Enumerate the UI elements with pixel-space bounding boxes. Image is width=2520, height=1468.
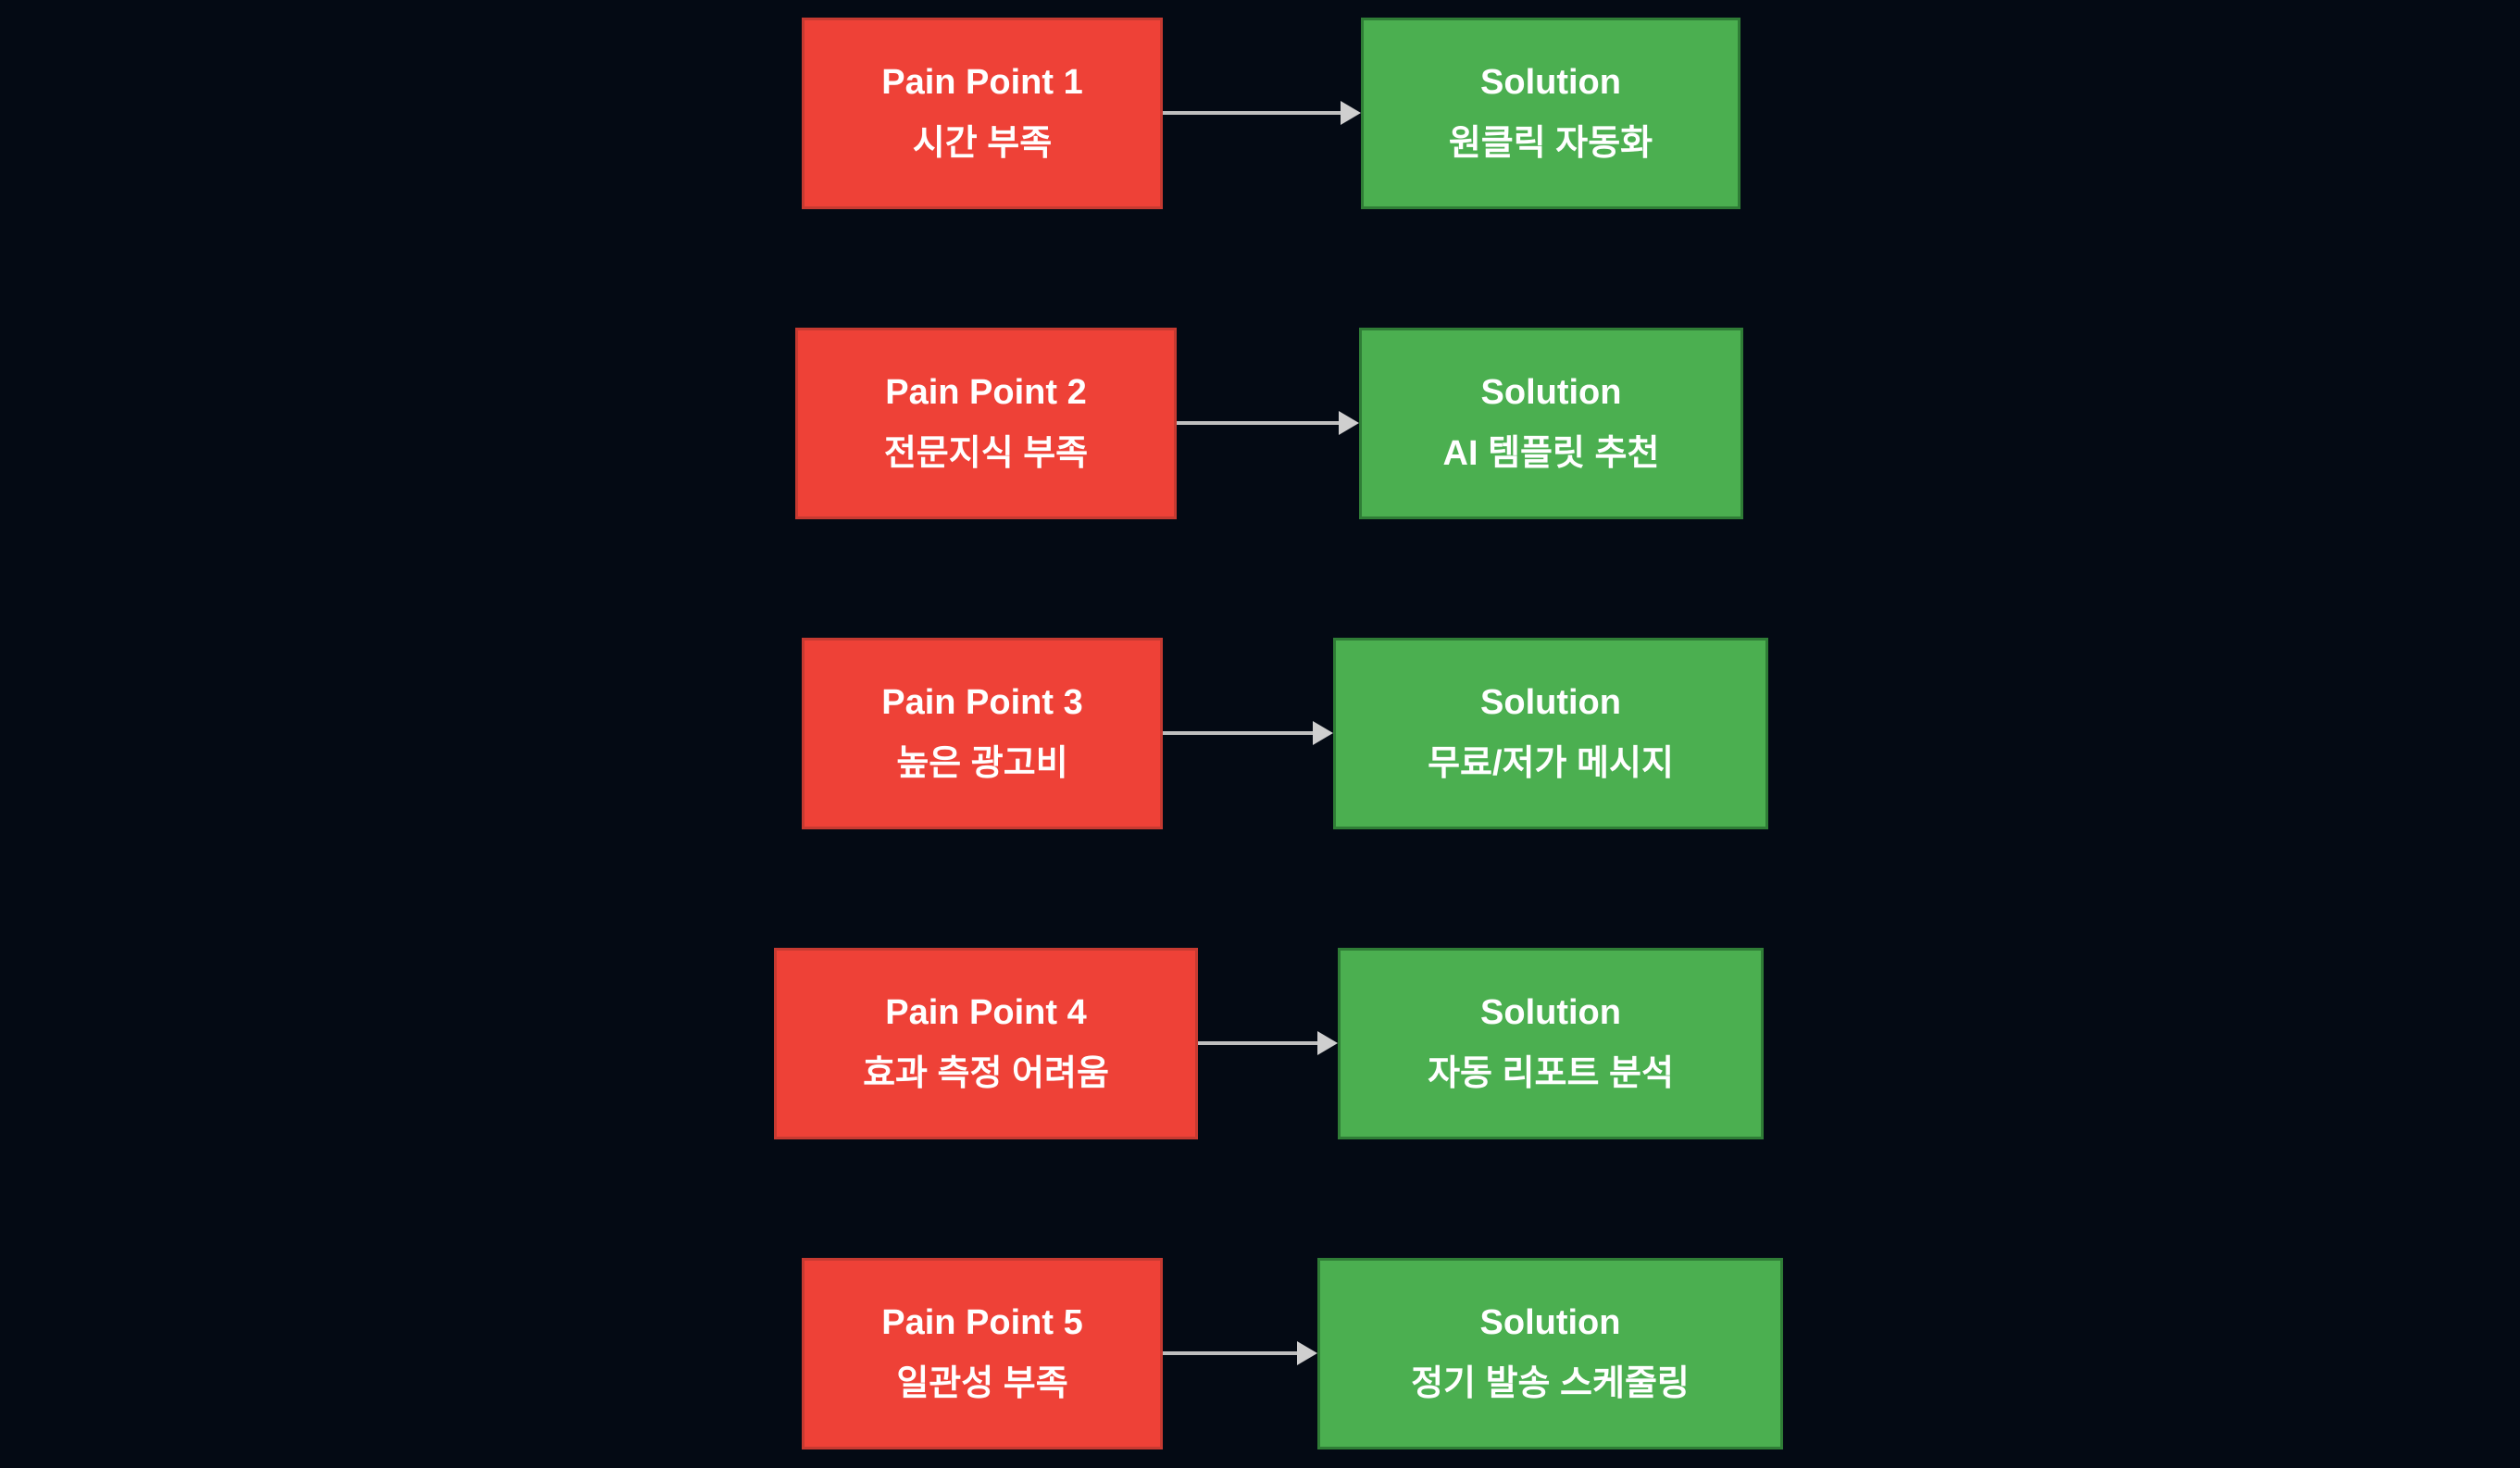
solution-1-node: Solution 원클릭 자동화 <box>1361 18 1740 209</box>
arrow-line <box>1177 421 1341 425</box>
arrow-right-icon <box>1339 411 1359 435</box>
node-title: Pain Point 4 <box>885 993 1087 1032</box>
node-title: Solution <box>1480 683 1621 722</box>
arrow-line <box>1163 1351 1299 1355</box>
solution-2-node: Solution AI 템플릿 추천 <box>1359 328 1743 519</box>
node-title: Solution <box>1480 373 1622 412</box>
node-label: 정기 발송 스케줄링 <box>1411 1363 1690 1403</box>
pain-point-1-node: Pain Point 1 시간 부족 <box>802 18 1163 209</box>
node-label: 자동 리포트 분석 <box>1428 1053 1674 1093</box>
pain-point-3-node: Pain Point 3 높은 광고비 <box>802 638 1163 829</box>
node-title: Pain Point 1 <box>881 63 1083 102</box>
node-label: 높은 광고비 <box>896 743 1068 783</box>
node-label: 전문지식 부족 <box>883 433 1089 473</box>
solution-4-node: Solution 자동 리포트 분석 <box>1338 948 1764 1139</box>
pain-point-5-node: Pain Point 5 일관성 부족 <box>802 1258 1163 1449</box>
pain-point-2-node: Pain Point 2 전문지식 부족 <box>795 328 1177 519</box>
arrow-right-icon <box>1317 1031 1338 1055</box>
arrow-line <box>1163 731 1315 735</box>
solution-3-node: Solution 무료/저가 메시지 <box>1333 638 1768 829</box>
arrow-right-icon <box>1313 721 1333 745</box>
arrow-line <box>1198 1041 1319 1045</box>
solution-5-node: Solution 정기 발송 스케줄링 <box>1317 1258 1783 1449</box>
node-title: Solution <box>1480 993 1621 1032</box>
node-title: Solution <box>1480 63 1621 102</box>
node-title: Solution <box>1479 1303 1621 1342</box>
node-label: 원클릭 자동화 <box>1448 123 1653 163</box>
pain-point-4-node: Pain Point 4 효과 측정 어려움 <box>774 948 1198 1139</box>
node-title: Pain Point 2 <box>885 373 1087 412</box>
node-title: Pain Point 5 <box>881 1303 1083 1342</box>
node-label: 시간 부족 <box>912 123 1053 163</box>
arrow-right-icon <box>1341 101 1361 125</box>
node-title: Pain Point 3 <box>881 683 1083 722</box>
node-label: 무료/저가 메시지 <box>1428 743 1674 783</box>
arrow-line <box>1163 111 1342 115</box>
node-label: AI 템플릿 추천 <box>1442 433 1660 473</box>
node-label: 일관성 부족 <box>896 1363 1068 1403</box>
arrow-right-icon <box>1297 1341 1317 1365</box>
node-label: 효과 측정 어려움 <box>863 1053 1109 1093</box>
